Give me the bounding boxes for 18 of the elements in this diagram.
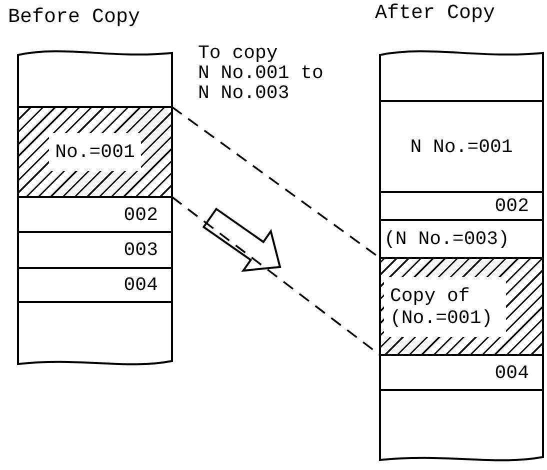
note-text: To copy: [198, 44, 278, 62]
memory-record: [380, 192, 543, 220]
memory-record: [18, 232, 172, 268]
hatched-record: [380, 258, 543, 355]
dashed-guide-line: [171, 196, 381, 356]
record-number: (N No.=003): [384, 228, 510, 250]
memory-record: [18, 268, 172, 302]
memory-record: [380, 101, 543, 192]
note-text: N No.001 to: [198, 64, 324, 82]
memory-record: [380, 220, 543, 258]
column-heading: After Copy: [375, 2, 496, 25]
note-text: N No.003: [198, 84, 290, 102]
column-heading: Before Copy: [8, 6, 140, 29]
memory-record: [380, 355, 543, 390]
record-label: Copy of (No.=001): [384, 276, 506, 336]
memory-record: [18, 197, 172, 232]
hatched-record: [18, 107, 172, 197]
record-label: No.=001: [49, 133, 141, 171]
